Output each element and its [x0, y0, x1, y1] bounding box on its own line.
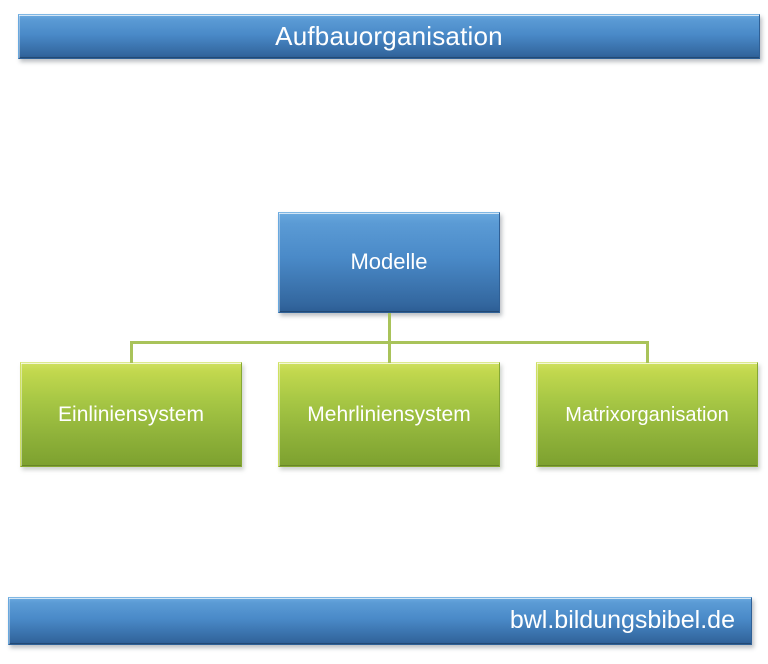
node-matrixorganisation-label: Matrixorganisation [565, 403, 729, 426]
node-mehrliniensystem-label: Mehrliniensystem [307, 402, 471, 426]
connector-stem-einliniensystem [130, 341, 133, 363]
title-banner: Aufbauorganisation [18, 14, 760, 59]
node-einliniensystem[interactable]: Einliniensystem [20, 362, 242, 467]
node-modelle[interactable]: Modelle [278, 212, 500, 313]
connector-root-stem [388, 313, 391, 343]
footer-banner: bwl.bildungsbibel.de [8, 597, 752, 645]
page-title: Aufbauorganisation [275, 21, 503, 52]
connector-stem-mehrliniensystem [388, 341, 391, 363]
node-matrixorganisation[interactable]: Matrixorganisation [536, 362, 758, 467]
node-einliniensystem-label: Einliniensystem [58, 402, 204, 426]
node-mehrliniensystem[interactable]: Mehrliniensystem [278, 362, 500, 467]
source-label: bwl.bildungsbibel.de [509, 606, 735, 635]
connector-stem-matrixorganisation [646, 341, 649, 363]
node-modelle-label: Modelle [350, 249, 428, 275]
